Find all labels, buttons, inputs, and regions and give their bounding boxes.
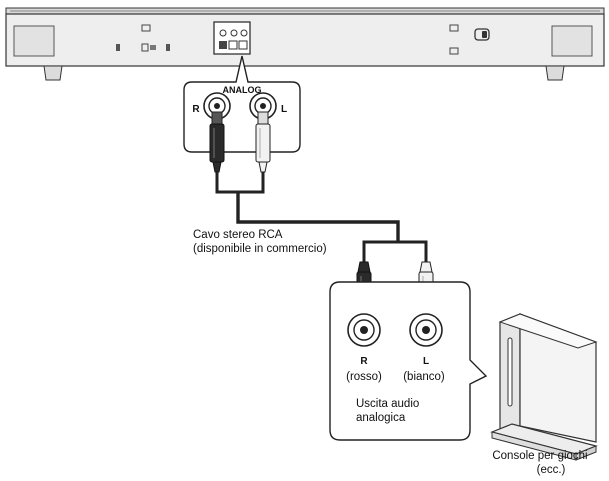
device-name-line1: Console per giochi	[492, 450, 587, 462]
soundbar-input-callout: ANALOG R L	[183, 55, 301, 153]
game-console	[490, 313, 598, 461]
jack-r-color-label: (rosso)	[346, 371, 382, 383]
device-jack-right	[347, 313, 381, 347]
soundbar-jack-l-label: L	[281, 104, 287, 115]
soundbar	[5, 7, 605, 81]
analog-output-label-line1: Uscita audio	[356, 398, 419, 410]
cable-name-line1: Cavo stereo RCA	[193, 229, 283, 241]
soundbar-plug-red	[209, 111, 225, 173]
device-jack-left	[409, 313, 443, 347]
device-jack-r-label: R	[360, 356, 368, 367]
jack-l-color-label: (bianco)	[403, 371, 445, 383]
analog-output-label-line2: analogica	[356, 412, 406, 424]
device-jack-l-label: L	[423, 356, 429, 367]
soundbar-plug-white	[255, 111, 271, 173]
cable-name-line2: (disponibile in commercio)	[193, 243, 327, 255]
soundbar-jack-left	[249, 92, 277, 120]
analog-input-label: ANALOG	[223, 85, 262, 95]
device-name-line2: (ecc.)	[537, 464, 566, 476]
soundbar-jack-r-label: R	[192, 104, 200, 115]
device-output-callout: R L (rosso) (bianco) Uscita audio analog…	[329, 281, 488, 441]
